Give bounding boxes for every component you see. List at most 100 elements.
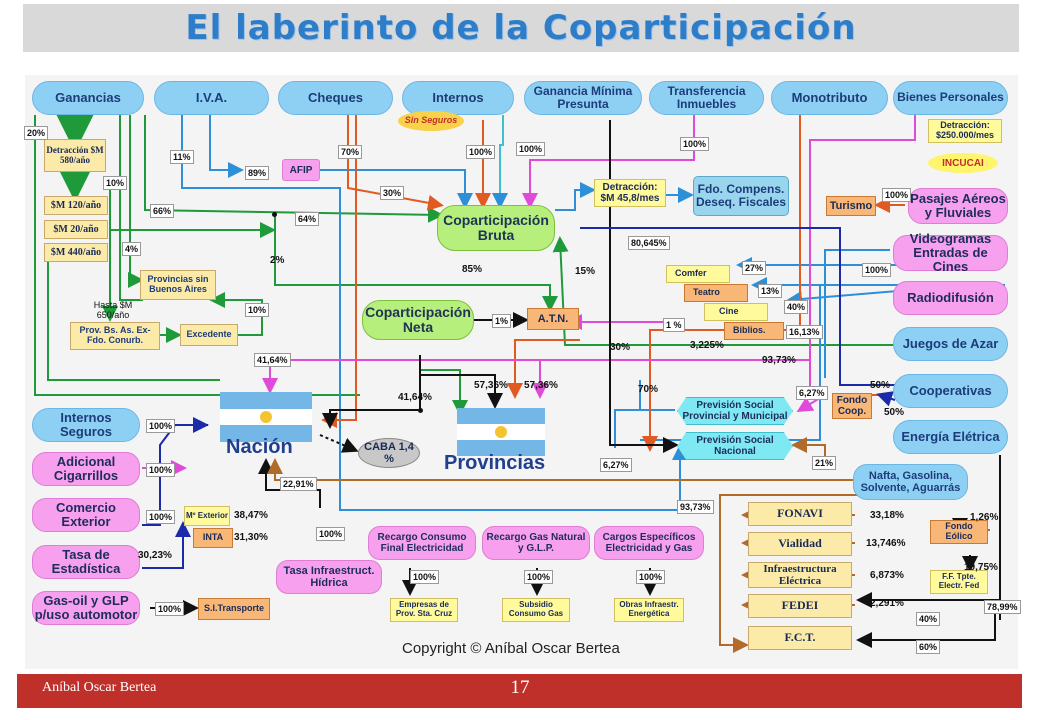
pct-40a: 40% <box>784 300 809 314</box>
dest-subsidio-gas: Subsidio Consumo Gas <box>502 598 570 622</box>
pct-11: 11% <box>170 150 194 164</box>
source-iva: I.V.A. <box>154 81 269 115</box>
pct-100-seguros: 100% <box>146 419 176 433</box>
pct-4164b: 41,64% <box>398 392 432 403</box>
turismo-box: Turismo <box>826 196 876 216</box>
pct-30a: 30% <box>380 186 405 200</box>
source-radiodifusion: Radiodifusión <box>893 281 1008 315</box>
sm-120: $M 120/año <box>44 196 108 215</box>
folder-comfer: Comfer <box>666 265 730 283</box>
sin-seguros-badge: Sin Seguros <box>398 111 464 131</box>
flag-nacion <box>220 392 312 442</box>
pct-27: 27% <box>742 261 767 275</box>
source-juegos-azar: Juegos de Azar <box>893 327 1008 361</box>
folder-mexterior: Mº Exterior <box>184 506 230 526</box>
pct-89: 89% <box>245 166 270 180</box>
fondo-fct: F.C.T. <box>748 626 852 650</box>
prov-bsas: Prov. Bs. As. Ex-Fdo. Conurb. <box>70 322 160 350</box>
coparticipacion-neta: Coparticipación Neta <box>362 300 474 340</box>
pct-21: 21% <box>812 456 837 470</box>
pct-100-transferencia: 100% <box>680 137 710 151</box>
slide-title: El laberinto de la Coparticipación <box>185 8 857 48</box>
atn-box: A.T.N. <box>527 308 579 330</box>
recargo-consumo: Recargo Consumo Final Electricidad <box>368 526 476 560</box>
junction-dot-2 <box>418 408 423 413</box>
ff-tpte-box: F.F. Tpte. Electr. Fed <box>930 570 988 594</box>
caba-box: CABA 1,4 % <box>358 438 420 468</box>
fondo-fedei: FEDEI <box>748 594 852 618</box>
pct-3847: 38,47% <box>234 510 268 521</box>
title-band <box>23 4 1019 52</box>
pct-30b: 30% <box>610 342 631 353</box>
pct-2291b: 2,291% <box>870 598 904 609</box>
flag-provincias <box>457 408 545 456</box>
detraccion-458: Detracción: $M 45,8/mes <box>594 179 666 207</box>
source-internos: Internos <box>402 81 514 115</box>
diagram-canvas <box>25 75 1018 669</box>
pct-15: 15% <box>575 266 596 277</box>
fondo-vialidad: Vialidad <box>748 532 852 556</box>
pct-100-cigarrillos: 100% <box>146 463 176 477</box>
source-nafta: Nafta, Gasolina, Solvente, Aguarrás <box>853 464 968 500</box>
pct-627a: 6,27% <box>796 386 828 400</box>
pct-100-pasajes: 100% <box>882 188 912 202</box>
bienes-detraccion: Detracción: $250.000/mes <box>928 119 1002 143</box>
pct-100-gasoil: 100% <box>155 602 185 616</box>
folder-biblios: Biblios. <box>724 322 784 340</box>
pct-6873: 6,873% <box>870 570 904 581</box>
label-provincias: Provincias <box>444 452 546 474</box>
pct-20: 20% <box>24 126 49 140</box>
sm-440: $M 440/año <box>44 243 108 262</box>
pct-50b: 50% <box>884 407 905 418</box>
folder-teatro: Teatro <box>684 284 748 302</box>
pct-70b: 70% <box>638 384 659 395</box>
pct-100-tasa: 100% <box>316 527 346 541</box>
footer-author: Aníbal Oscar Bertea <box>42 680 157 695</box>
pct-4164a: 41,64% <box>254 353 291 367</box>
pct-2291a: 22,91% <box>280 477 317 491</box>
folder-inta: INTA <box>193 528 233 548</box>
pct-3318: 33,18% <box>870 510 904 521</box>
pct-7899: 78,99% <box>984 600 1021 614</box>
excedente: Excedente <box>180 324 238 346</box>
pct-80645: 80,645% <box>628 236 670 250</box>
pct-70a: 70% <box>338 145 363 159</box>
pct-13: 13% <box>758 284 783 298</box>
pct-3130: 31,30% <box>234 532 268 543</box>
detraccion-580: Detracción $M 580/año <box>44 139 106 172</box>
fondo-eolico-box: Fondo Eólico <box>930 520 988 544</box>
prevision-provincial: Previsión Social Provincial y Municipal <box>677 397 793 425</box>
pct-3225: 3,225% <box>690 340 724 351</box>
si-transporte-box: S.I.Transporte <box>198 598 270 620</box>
provincias-sin-ba: Provincias sin Buenos Aires <box>140 270 216 300</box>
pct-1975: 19,75% <box>964 562 998 573</box>
source-energia-electrica: Energía Elétrica <box>893 420 1008 454</box>
source-pasajes: Pasajes Aéreos y Fluviales <box>908 188 1008 224</box>
pct-2: 2% <box>270 255 285 266</box>
pct-100-videogramas: 100% <box>862 263 892 277</box>
source-cooperativas: Cooperativas <box>893 374 1008 408</box>
fondo-fonavi: FONAVI <box>748 502 852 526</box>
tasa-infra-hidrica: Tasa Infraestruct. Hídrica <box>276 560 382 594</box>
pct-1b: 1 % <box>663 318 685 332</box>
source-adicional-cigarrillos: Adicional Cigarrillos <box>32 452 140 486</box>
pct-10b: 10% <box>245 303 270 317</box>
source-tasa-estadistica: Tasa de Estadística <box>32 545 140 579</box>
pct-4: 4% <box>122 242 142 256</box>
pct-10a: 10% <box>103 176 128 190</box>
pct-5736b: 57,36% <box>524 380 558 391</box>
source-videogramas: Videogramas Entradas de Cines <box>893 231 1008 274</box>
pct-85: 85% <box>462 264 483 275</box>
pct-100-recargo1: 100% <box>410 570 440 584</box>
fondo-infra-electrica: Infraestructura Eléctrica <box>748 562 852 588</box>
source-ganancia-minima: Ganancia Mínima Presunta <box>524 81 642 115</box>
pct-100-recargo2: 100% <box>524 570 554 584</box>
pct-126: 1,26% <box>970 512 999 523</box>
junction-dot-1 <box>272 212 277 217</box>
pct-100-recargo3: 100% <box>636 570 666 584</box>
folder-cine: Cine <box>704 303 768 321</box>
pct-5736a: 57,36% <box>474 380 508 391</box>
source-gasoil-glp: Gas-oil y GLP p/uso automotor <box>32 591 140 625</box>
footer-bar <box>17 674 1022 708</box>
